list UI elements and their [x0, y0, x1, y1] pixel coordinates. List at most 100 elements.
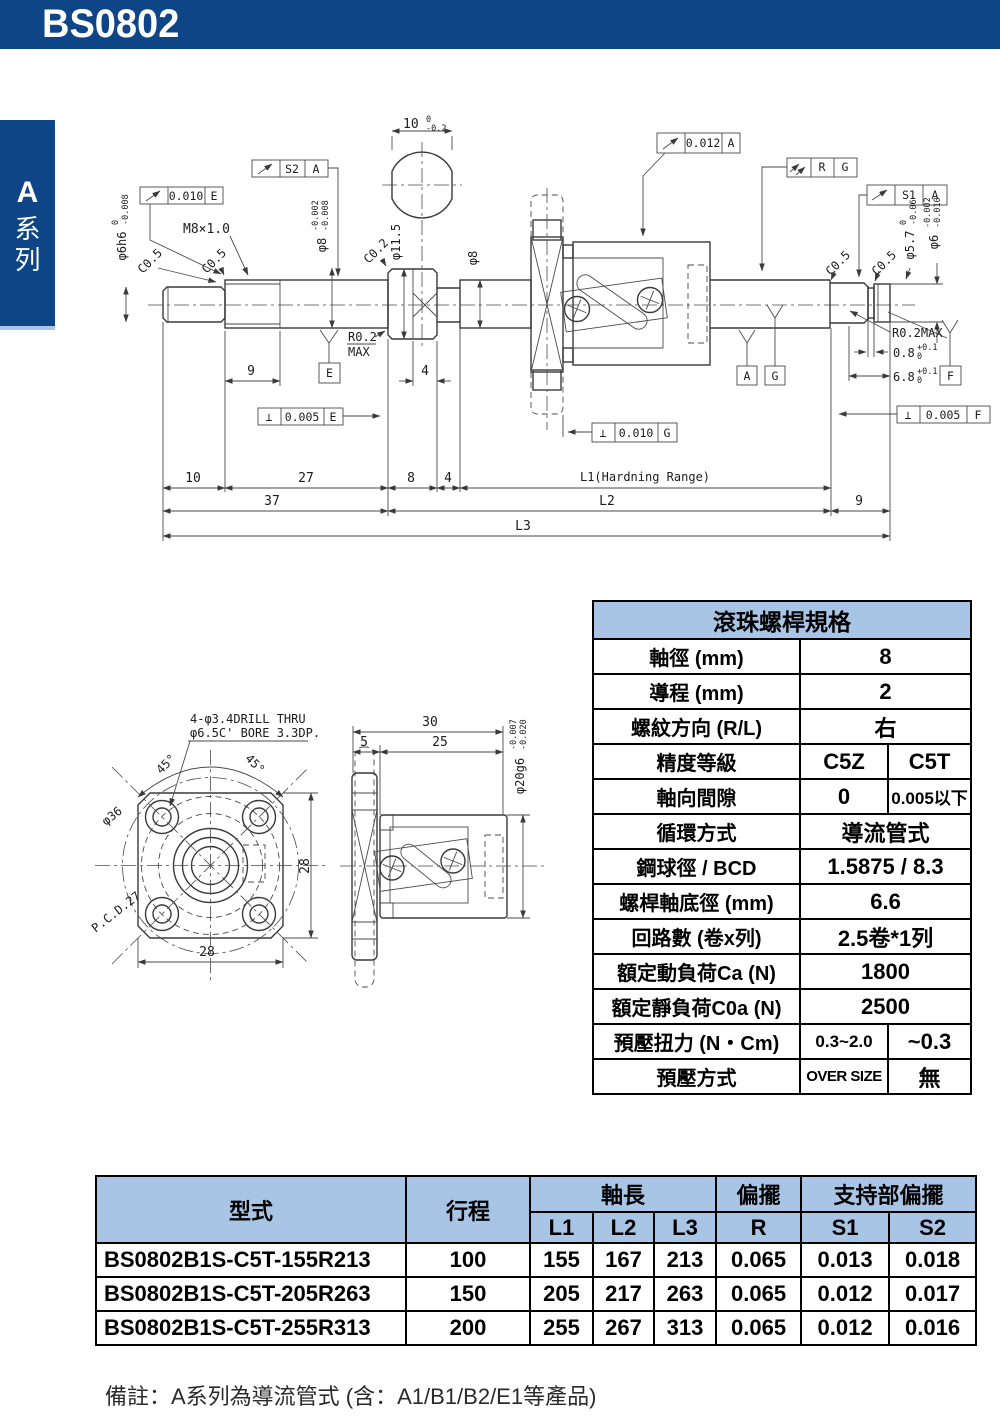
col-header-shaft-length: 軸長	[528, 1175, 718, 1213]
svg-text:28: 28	[199, 945, 215, 960]
table-row: BS0802B1S-C5T-205R263 150 205 217 263 0.…	[95, 1276, 978, 1312]
table-row: 導程 (mm)2	[592, 673, 973, 710]
phillips-screw-icon	[636, 286, 664, 314]
runout-icon	[145, 190, 161, 202]
callout-runout-e: 0.010 E	[139, 186, 224, 275]
label-d57: φ5.7 0 -0.06	[899, 199, 919, 259]
svg-text:27: 27	[298, 471, 314, 486]
svg-text:φ20g6: φ20g6	[513, 758, 527, 794]
svg-text:φ8: φ8	[315, 238, 329, 252]
svg-text:4: 4	[421, 364, 429, 379]
model-table: 型式 行程 軸長 偏擺 支持部偏擺 L1 L2 L3 R S1 S2 BS080…	[95, 1175, 978, 1346]
svg-text:0.005: 0.005	[285, 410, 320, 424]
label-c02: C0.2	[361, 236, 391, 266]
svg-text:9: 9	[855, 494, 863, 509]
svg-text:-0.008: -0.008	[121, 194, 131, 225]
table-row: 額定靜負荷C0a (N)2500	[592, 988, 973, 1025]
table-row: 回路數 (卷x列)2.5卷*1列	[592, 918, 973, 955]
fcf-perpendicularity-f: ⊥ 0.005 F	[838, 405, 991, 424]
spec-table: 滾珠螺桿規格 軸徑 (mm)8 導程 (mm)2 螺紋方向 (R/L)右 精度等…	[591, 600, 973, 1095]
svg-text:+0.1: +0.1	[917, 343, 937, 353]
svg-text:G: G	[842, 160, 849, 174]
table-row: 螺紋方向 (R/L)右	[592, 708, 973, 745]
label-d8: φ8	[466, 251, 480, 265]
svg-text:C0.5: C0.5	[135, 246, 165, 276]
technical-drawing-flange: 45° 45° 4-φ3.4DRILL THRU φ6.5C' BORE 3.3…	[89, 712, 545, 988]
svg-text:F: F	[975, 408, 982, 422]
svg-text:25: 25	[432, 735, 448, 750]
datum-g: G	[764, 304, 786, 386]
svg-text:A: A	[728, 136, 735, 150]
table-row: 軸徑 (mm)8	[592, 638, 973, 675]
dim-08: 0.8 +0.1 0	[854, 343, 937, 362]
label-d6h6: φ6h6 0 -0.008	[111, 194, 131, 260]
svg-text:8: 8	[407, 471, 415, 486]
svg-text:C0.2: C0.2	[361, 236, 391, 266]
label-c05-4: C0.5	[869, 248, 899, 278]
svg-text:4: 4	[444, 471, 452, 486]
callout-s2: S2 A	[251, 159, 341, 277]
svg-text:C0.5: C0.5	[823, 248, 853, 278]
svg-text:L2: L2	[599, 494, 615, 509]
svg-text:R0.2: R0.2	[348, 330, 377, 344]
callout-s1: S1 A	[856, 184, 948, 278]
svg-text:φ6: φ6	[927, 235, 941, 249]
label-c05-3: C0.5	[823, 248, 853, 278]
series-letter: A	[16, 176, 39, 209]
fcf-perpendicularity-e: ⊥ 0.005 E	[257, 407, 381, 426]
drill-note-1: 4-φ3.4DRILL THRU	[190, 712, 306, 726]
drill-note-2: φ6.5C' BORE 3.3DP.	[190, 726, 320, 740]
callout-012-a: 0.012 A	[640, 132, 741, 237]
extension-lines	[162, 136, 943, 541]
col-header-stroke: 行程	[405, 1175, 531, 1244]
label-d36: φ36	[99, 804, 125, 828]
col-header-model: 型式	[95, 1175, 407, 1244]
label-d8tol: φ8 -0.002 -0.008	[311, 200, 331, 252]
flange-front-view: 45° 45° 4-φ3.4DRILL THRU φ6.5C' BORE 3.3…	[89, 712, 326, 981]
svg-text:S1: S1	[902, 188, 916, 202]
svg-text:L3: L3	[515, 519, 531, 534]
svg-text:φ8: φ8	[466, 251, 480, 265]
svg-text:6.8: 6.8	[893, 370, 915, 384]
svg-text:E: E	[330, 410, 337, 424]
svg-text:37: 37	[264, 494, 280, 509]
table-row: 螺桿軸底徑 (mm)6.6	[592, 883, 973, 920]
technical-drawing-shaft: 10 0 -0.2 0.010 E S2 A 0.012 A	[111, 115, 991, 541]
page-header: BS0802	[0, 0, 1000, 49]
perpendicular-icon: ⊥	[266, 410, 273, 424]
svg-text:E: E	[326, 366, 333, 380]
table-row: BS0802B1S-C5T-255R313 200 255 267 313 0.…	[95, 1310, 978, 1346]
svg-text:C0.5: C0.5	[869, 248, 899, 278]
series-label: 系列	[14, 214, 41, 275]
svg-text:0.012: 0.012	[686, 136, 721, 150]
svg-text:S2: S2	[285, 162, 299, 176]
svg-text:28: 28	[298, 858, 313, 874]
label-r02-left: R0.2 MAX	[347, 330, 386, 359]
fcf-perpendicularity-g: ⊥ 0.010 G	[567, 422, 678, 443]
svg-text:C0.5: C0.5	[199, 246, 229, 276]
svg-text:0: 0	[899, 220, 909, 225]
perpendicular-icon: ⊥	[905, 408, 912, 422]
table-row: 預壓扭力 (N・Cm)0.3~2.0~0.3	[592, 1023, 973, 1060]
svg-text:P.C.D.27: P.C.D.27	[89, 889, 143, 936]
table-row: 額定動負荷Ca (N)1800	[592, 953, 973, 990]
svg-text:G: G	[772, 369, 779, 383]
svg-text:-0.008: -0.008	[321, 200, 331, 231]
spec-table-title: 滾珠螺桿規格	[591, 600, 973, 640]
dim-row-1: 10 27 8 4 L1(Hardning Range)	[162, 470, 832, 491]
svg-text:E: E	[211, 189, 218, 203]
shaft-geometry	[148, 142, 915, 430]
label-r02-right: R0.2MAX	[849, 310, 943, 340]
dim-row-3: L3	[162, 519, 891, 539]
svg-text:A: A	[932, 188, 939, 202]
label-c05-1: C0.5	[135, 246, 165, 276]
svg-text:0.010: 0.010	[619, 426, 654, 440]
svg-text:φ36: φ36	[99, 804, 125, 828]
callout-rg: R G	[759, 157, 858, 272]
label-d20: φ20g6 -0.007 -0.020	[509, 719, 529, 794]
table-row: 循環方式導流管式	[592, 813, 973, 850]
svg-text:0: 0	[917, 352, 922, 362]
